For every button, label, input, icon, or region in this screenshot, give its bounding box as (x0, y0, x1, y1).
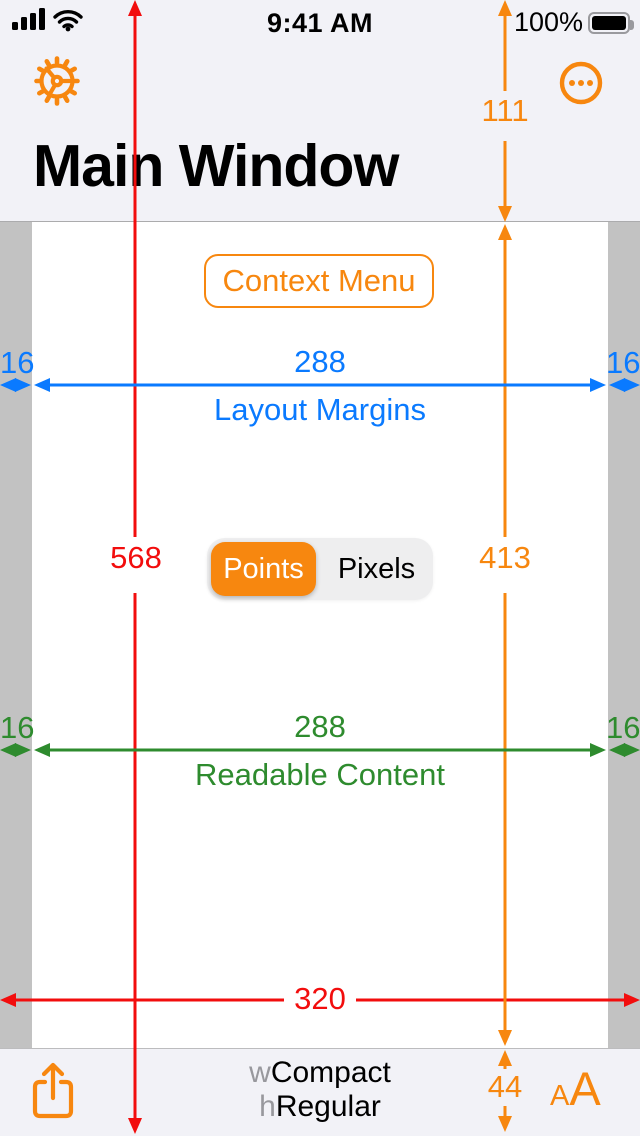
battery-icon (588, 11, 634, 34)
screen-width-line (0, 993, 640, 1007)
readable-content-line (0, 743, 640, 757)
segment-pixels[interactable]: Pixels (337, 552, 416, 585)
share-button[interactable] (26, 1058, 80, 1124)
more-options-button[interactable] (558, 60, 604, 106)
width-class-value: Compact (270, 1056, 391, 1089)
text-size-small-a: A (550, 1079, 570, 1112)
units-segmented-control[interactable]: Points Pixels (207, 538, 433, 600)
screen-height-value: 568 (110, 540, 162, 575)
gear-icon (34, 56, 80, 106)
right-margin-area (608, 222, 640, 1048)
status-bar-right: 100% (513, 7, 634, 38)
left-margin-area (0, 222, 32, 1048)
content-height-value: 413 (479, 540, 531, 575)
height-class-value: Regular (275, 1090, 381, 1123)
layout-margins-caption: Layout Margins (214, 392, 426, 427)
wifi-icon (53, 10, 83, 32)
text-size-button[interactable]: AA (550, 1058, 614, 1118)
bottom-toolbar (0, 1048, 640, 1136)
width-prefix: w (249, 1056, 271, 1089)
layout-margin-width-value: 288 (294, 344, 346, 379)
readable-width-value: 288 (294, 709, 346, 744)
screen-width-value: 320 (294, 981, 346, 1016)
height-class-line: hRegular (0, 1090, 640, 1124)
cell-signal-icon (12, 8, 45, 30)
readable-content-caption: Readable Content (195, 757, 445, 792)
size-class-text: wCompact hRegular (0, 1056, 640, 1124)
battery-percent: 100% (513, 7, 583, 37)
share-icon (32, 1062, 74, 1119)
navigation-bar: 9:41 AM 100% (0, 0, 640, 222)
text-size-large-a: A (569, 1061, 601, 1115)
width-class-line: wCompact (0, 1056, 640, 1090)
height-prefix: h (259, 1090, 276, 1123)
status-time: 9:41 AM (266, 8, 374, 38)
status-bar-left (12, 8, 84, 32)
segment-points[interactable]: Points (211, 542, 316, 596)
settings-button[interactable] (32, 54, 82, 108)
context-menu-button[interactable]: Context Menu (204, 254, 434, 308)
ellipsis-circle-icon (559, 61, 603, 105)
page-title: Main Window (33, 133, 399, 199)
layout-margins-line (0, 378, 640, 392)
